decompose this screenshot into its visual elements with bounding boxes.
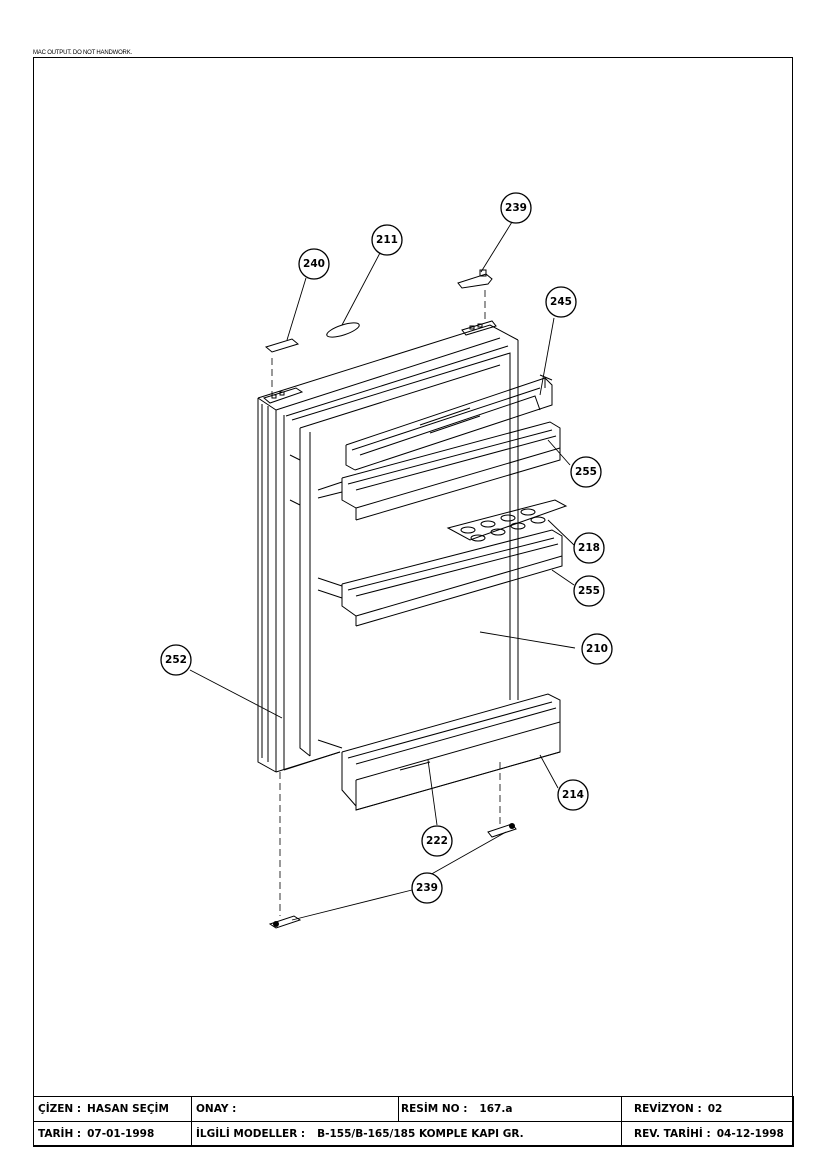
- callout-label: 211: [376, 234, 398, 246]
- callout-label: 252: [165, 654, 187, 666]
- middle-door-bin: [317, 529, 563, 627]
- egg-tray: [446, 499, 568, 542]
- callout-label: 239: [416, 882, 438, 894]
- revizyon-cell: REVİZYON :02: [621, 1096, 794, 1122]
- callout-255-middle: 255: [573, 575, 605, 607]
- callout-label: 218: [578, 542, 600, 554]
- callout-label: 214: [562, 789, 584, 801]
- callout-label: 222: [426, 835, 448, 847]
- upper-shelf: [345, 374, 553, 471]
- rev-tarihi-value: 04-12-1998: [716, 1128, 784, 1140]
- title-block: ÇİZEN :HASAN SEÇİM ONAY : RESİM NO :167.…: [33, 1096, 794, 1147]
- callout-214: 214: [557, 779, 589, 811]
- leader-lines: [189, 221, 576, 921]
- tarih-value: 07-01-1998: [87, 1128, 155, 1140]
- callout-218: 218: [573, 532, 605, 564]
- loose-parts: [264, 269, 517, 929]
- revizyon-value: 02: [707, 1103, 723, 1115]
- callout-211: 211: [371, 224, 403, 256]
- callout-255-upper: 255: [570, 456, 602, 488]
- callout-label: 255: [578, 585, 600, 597]
- upper-door-bin: [317, 421, 561, 521]
- rev-tarihi-cell: REV. TARİHİ :04-12-1998: [621, 1121, 794, 1147]
- callout-label: 210: [586, 643, 608, 655]
- callout-label: 245: [550, 296, 572, 308]
- callout-210: 210: [581, 633, 613, 665]
- callout-240: 240: [298, 248, 330, 280]
- callout-label: 255: [575, 466, 597, 478]
- cizen-value: HASAN SEÇİM: [87, 1103, 169, 1115]
- onay-cell: ONAY :: [191, 1096, 399, 1122]
- tarih-cell: TARİH :07-01-1998: [33, 1121, 192, 1147]
- ilgili-modeller-value: B-155/B-165/185 KOMPLE KAPI GR.: [317, 1128, 524, 1140]
- callout-245: 245: [545, 286, 577, 318]
- header-note: MAC OUTPUT. DO NOT HANDWORK.: [33, 50, 132, 56]
- resim-no-value: 167.a: [479, 1103, 513, 1115]
- ilgili-modeller-cell: İLGİLİ MODELLER :B-155/B-165/185 KOMPLE …: [191, 1121, 622, 1147]
- callout-222: 222: [421, 825, 453, 857]
- callout-239-bottom: 239: [411, 872, 443, 904]
- door-body: [257, 320, 519, 773]
- callout-239-top: 239: [500, 192, 532, 224]
- callout-label: 240: [303, 258, 325, 270]
- callout-252: 252: [160, 644, 192, 676]
- cizen-cell: ÇİZEN :HASAN SEÇİM: [33, 1096, 192, 1122]
- bottom-door-bin: [317, 693, 561, 811]
- callout-label: 239: [505, 202, 527, 214]
- resim-no-cell: RESİM NO :167.a: [398, 1096, 622, 1122]
